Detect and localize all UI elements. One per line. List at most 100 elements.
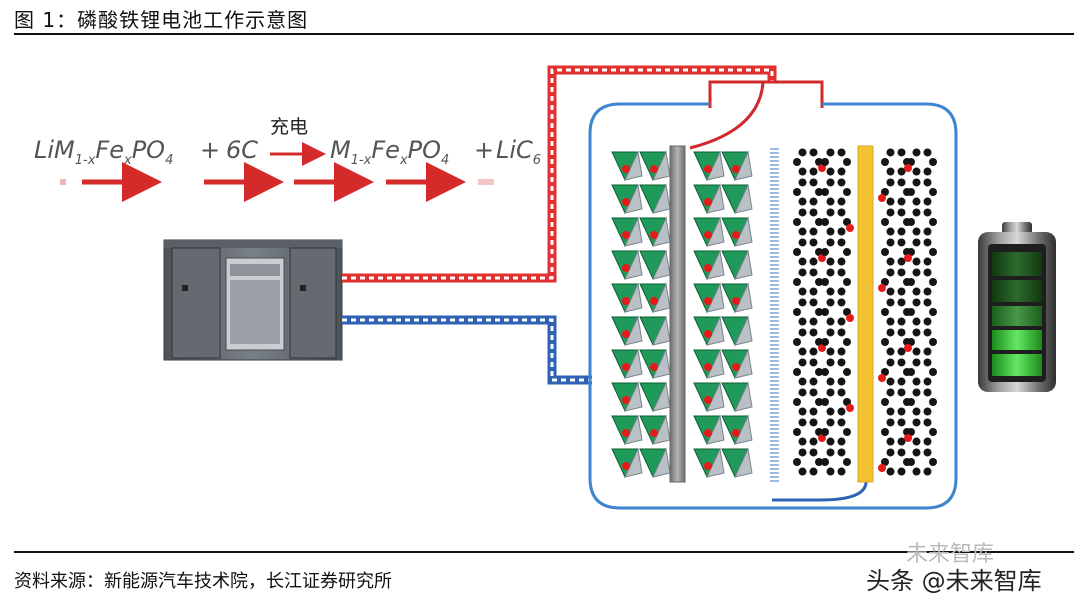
carbon-atom (798, 208, 807, 217)
carbon-atom (929, 338, 937, 346)
carbon-atom (821, 308, 829, 316)
carbon-atom (809, 467, 818, 476)
carbon-atom (912, 448, 921, 457)
figure-source: 资料来源：新能源汽车技术院，长江证券研究所 (14, 571, 392, 592)
carbon-atom (886, 467, 895, 476)
carbon-atom (798, 227, 807, 236)
carbon-atom (793, 188, 801, 196)
carbon-atom (897, 268, 906, 277)
carbon-atom (826, 317, 835, 326)
carbon-atom (886, 178, 895, 187)
top-rule (14, 33, 1074, 35)
charger-cabinet (163, 239, 343, 361)
intercalated-lithium-ion (904, 344, 912, 352)
carbon-atom (912, 407, 921, 416)
intercalated-lithium-ion (818, 344, 826, 352)
carbon-atom (912, 257, 921, 266)
cathode-tetrahedron (706, 249, 725, 280)
carbon-atom (881, 158, 889, 166)
carbon-atom (907, 428, 915, 436)
carbon-atom (886, 317, 895, 326)
carbon-atom (809, 448, 818, 457)
carbon-atom (793, 458, 801, 466)
carbon-atom (923, 238, 932, 247)
carbon-atom (798, 287, 807, 296)
carbon-atom (907, 308, 915, 316)
cathode-tetrahedron (734, 381, 753, 412)
carbon-atom (897, 227, 906, 236)
carbon-atom (798, 167, 807, 176)
intercalated-lithium-ion (846, 224, 854, 232)
carbon-atom (923, 347, 932, 356)
carbon-atom (912, 467, 921, 476)
lithium-ion (704, 363, 712, 371)
lithium-ion (622, 198, 630, 206)
cathode-tetrahedron (734, 282, 753, 313)
carbon-atom (912, 268, 921, 277)
carbon-atom (798, 467, 807, 476)
carbon-atom (793, 248, 801, 256)
carbon-atom (826, 227, 835, 236)
carbon-atom (837, 197, 846, 206)
carbon-atom (912, 298, 921, 307)
intercalated-lithium-ion (818, 254, 826, 262)
carbon-atom (923, 388, 932, 397)
carbon-atom (923, 467, 932, 476)
cathode-tetrahedron (624, 183, 643, 214)
carbon-atom (923, 197, 932, 206)
carbon-atom (826, 328, 835, 337)
lithium-ion (704, 429, 712, 437)
intercalated-lithium-ion (878, 284, 886, 292)
carbon-atom (815, 188, 823, 196)
carbon-atom (907, 278, 915, 286)
carbon-atom (826, 268, 835, 277)
carbon-atom (923, 298, 932, 307)
intercalated-lithium-ion (846, 404, 854, 412)
carbon-atom (837, 437, 846, 446)
carbon-atom (837, 227, 846, 236)
carbon-atom (886, 227, 895, 236)
carbon-atom (912, 437, 921, 446)
carbon-atom (821, 368, 829, 376)
cathode-tetrahedron (706, 348, 725, 379)
carbon-atom (843, 338, 851, 346)
carbon-atom (907, 458, 915, 466)
carbon-atom (929, 428, 937, 436)
carbon-atom (843, 398, 851, 406)
carbon-atom (798, 178, 807, 187)
carbon-atom (886, 347, 895, 356)
carbon-atom (798, 377, 807, 386)
carbon-atom (897, 407, 906, 416)
carbon-atom (821, 188, 829, 196)
carbon-atom (886, 448, 895, 457)
lithium-ion (622, 165, 630, 173)
carbon-atom (837, 448, 846, 457)
intercalated-lithium-ion (846, 314, 854, 322)
intercalated-lithium-ion (904, 164, 912, 172)
carbon-atom (886, 358, 895, 367)
carbon-atom (798, 437, 807, 446)
carbon-atom (837, 418, 846, 427)
lithium-ion (732, 297, 740, 305)
carbon-atom (843, 158, 851, 166)
carbon-atom (837, 298, 846, 307)
cathode-tetrahedron (652, 315, 671, 346)
carbon-atom (815, 158, 823, 166)
carbon-atom (826, 298, 835, 307)
carbon-atom (793, 158, 801, 166)
cathode-tetrahedron (652, 447, 671, 478)
carbon-atom (929, 308, 937, 316)
carbon-atom (881, 308, 889, 316)
anode-current-collector (857, 145, 874, 483)
carbon-atom (821, 428, 829, 436)
carbon-atom (821, 338, 829, 346)
carbon-atom (843, 188, 851, 196)
carbon-atom (809, 238, 818, 247)
carbon-atom (809, 407, 818, 416)
carbon-atom (923, 437, 932, 446)
carbon-atom (881, 278, 889, 286)
carbon-atom (886, 287, 895, 296)
carbon-atom (798, 268, 807, 277)
carbon-atom (912, 347, 921, 356)
carbon-atom (923, 407, 932, 416)
